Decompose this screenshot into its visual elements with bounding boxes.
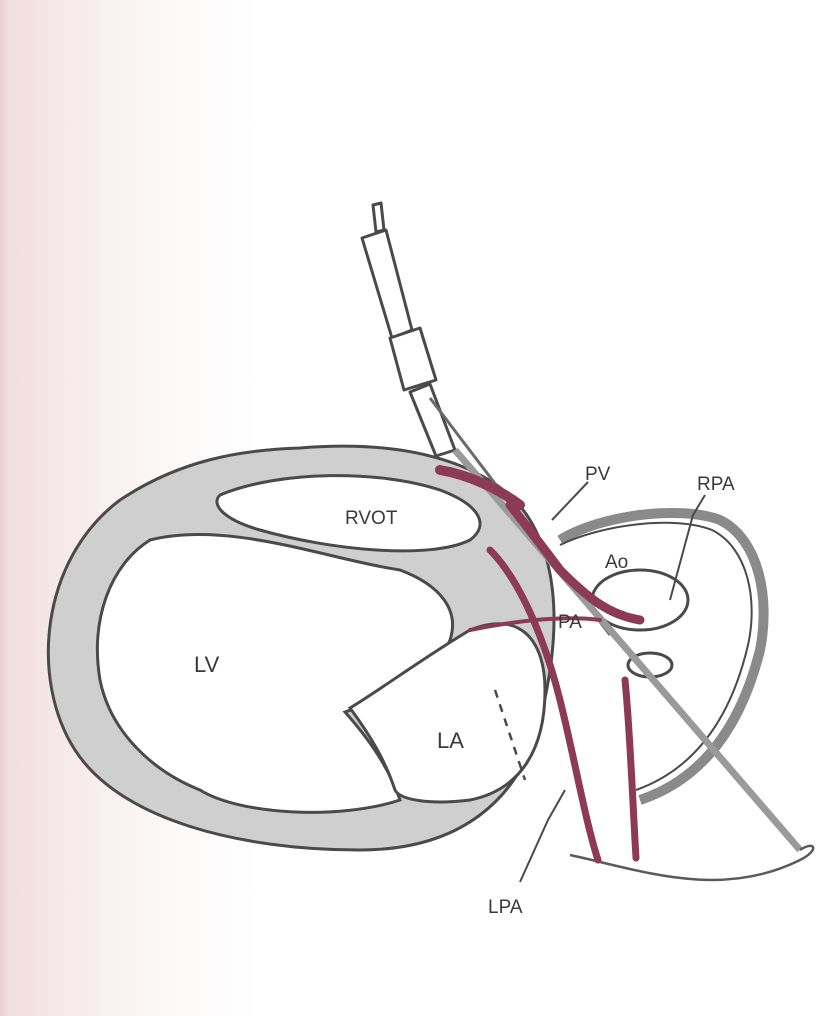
label-rpa: RPA — [697, 474, 735, 495]
catheter-descending-right — [625, 680, 636, 858]
aorta-region — [560, 513, 764, 800]
probe-shaft — [362, 230, 412, 338]
label-pa: PA — [558, 612, 582, 633]
ultrasound-transducer — [362, 203, 455, 456]
lpa-leader — [520, 790, 565, 882]
label-ao: Ao — [605, 552, 628, 573]
label-la: LA — [437, 728, 464, 753]
sector-arc — [570, 846, 813, 880]
label-pv: PV — [585, 464, 611, 485]
label-lpa: LPA — [488, 897, 523, 918]
label-lv: LV — [194, 652, 220, 677]
probe-head — [390, 328, 436, 390]
probe-tip — [373, 203, 384, 232]
pv-leader — [552, 482, 588, 520]
label-rvot: RVOT — [345, 508, 398, 529]
myocardium-wall — [48, 446, 554, 850]
